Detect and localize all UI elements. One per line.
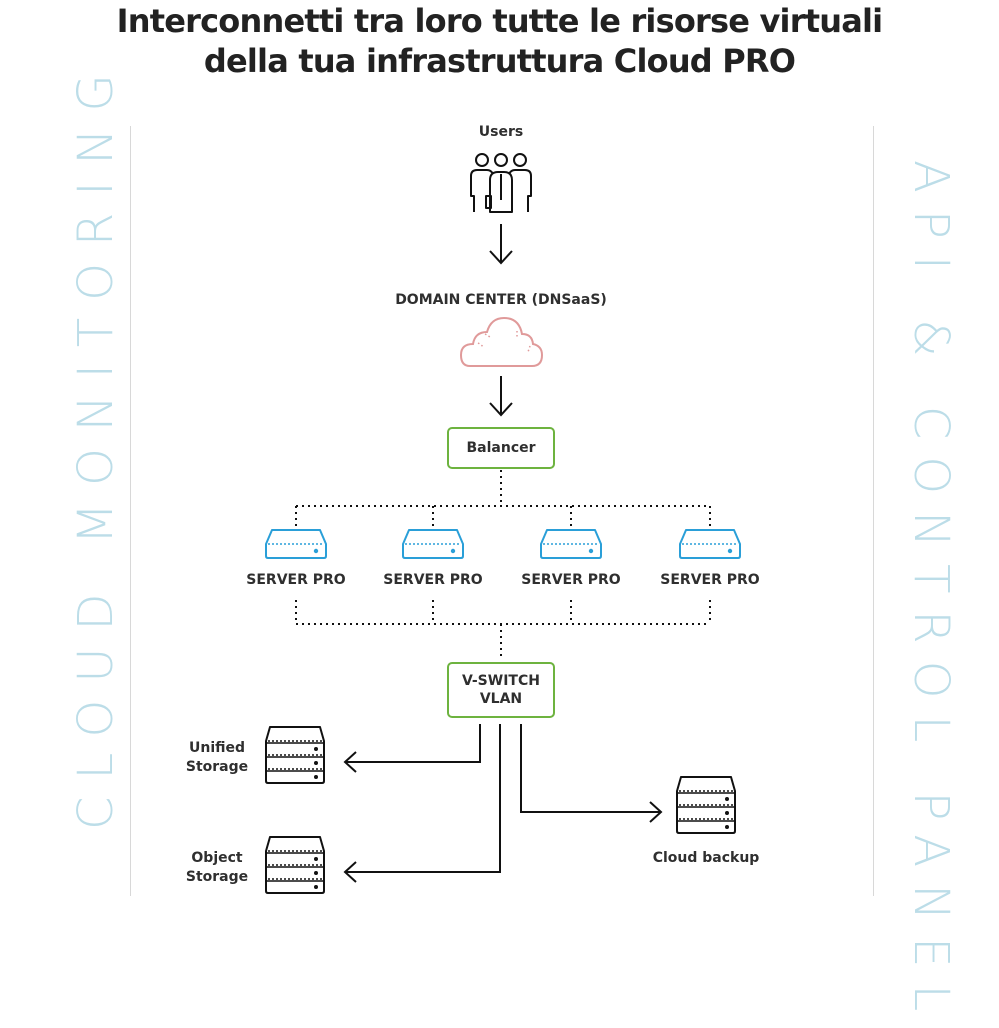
balancer-to-servers-lines	[295, 470, 711, 530]
storage-group	[265, 726, 736, 894]
cloud-icon	[459, 316, 544, 367]
vswitch-node[interactable]: V-SWITCH VLAN	[447, 662, 555, 718]
object-storage-label: Object Storage	[177, 849, 257, 887]
storage-icon	[265, 726, 325, 784]
line-to-unified-storage	[346, 724, 481, 763]
balancer-label: Balancer	[466, 440, 536, 456]
storage-icon	[676, 776, 736, 834]
users-label: Users	[478, 124, 524, 140]
unified-storage-line2: Storage	[185, 759, 249, 775]
users-icon	[470, 153, 532, 213]
object-storage-line2: Storage	[185, 869, 249, 885]
domain-center-label: DOMAIN CENTER (DNSaaS)	[395, 292, 607, 308]
right-divider	[873, 126, 874, 896]
unified-storage-label: Unified Storage	[177, 739, 257, 777]
servers-group	[265, 529, 741, 559]
title-line-1: Interconnetti tra loro tutte le risorse …	[116, 2, 883, 40]
cloud-backup-label: Cloud backup	[652, 850, 760, 866]
server-icon	[265, 529, 327, 559]
unified-storage-line1: Unified	[188, 740, 246, 756]
balancer-node[interactable]: Balancer	[447, 427, 555, 469]
servers-to-vswitch-lines	[295, 600, 711, 660]
vswitch-connections	[343, 724, 663, 883]
vswitch-label-line2: VLAN	[479, 691, 523, 707]
title-line-2: della tua infrastruttura Cloud PRO	[203, 42, 796, 80]
line-to-cloud-backup	[520, 724, 660, 813]
server-icon	[402, 529, 464, 559]
storage-icon	[265, 836, 325, 894]
left-divider	[130, 126, 131, 896]
server-label-2: SERVER PRO	[383, 572, 483, 588]
network-diagram	[265, 153, 741, 894]
server-label-4: SERVER PRO	[660, 572, 760, 588]
cloud-detail	[477, 331, 531, 353]
server-icon	[540, 529, 602, 559]
server-label-3: SERVER PRO	[521, 572, 621, 588]
arrow-users-to-dns	[489, 224, 513, 265]
object-storage-line1: Object	[191, 850, 243, 866]
line-to-object-storage	[346, 724, 501, 873]
server-label-1: SERVER PRO	[246, 572, 346, 588]
server-icon	[679, 529, 741, 559]
arrow-dns-to-balancer	[489, 376, 513, 417]
vswitch-label-line1: V-SWITCH	[462, 673, 540, 689]
